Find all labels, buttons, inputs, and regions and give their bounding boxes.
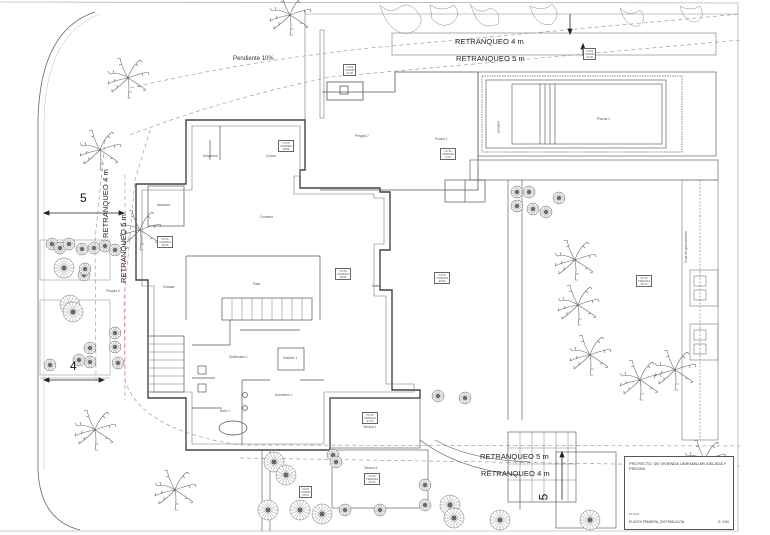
room-patio: Patio xyxy=(253,282,261,286)
dimension-bottom-right: 5 xyxy=(536,493,551,501)
title-block: PROYECTO: DE VIVIENDA UNIFAMILIAR AISLAD… xyxy=(624,456,734,530)
setback-bottom-4m: RETRANQUEO 4 m xyxy=(481,469,550,478)
setback-top-5m: RETRANQUEO 5 m xyxy=(456,54,525,63)
setback-left-4m: RETRANQUEO 4 m xyxy=(101,169,110,238)
room-porche-1: Porche 1 xyxy=(435,137,448,141)
room-terraza-2: Terraza 2 xyxy=(363,425,377,429)
setback-bottom-5m: RETRANQUEO 5 m xyxy=(480,452,549,461)
room-ascensor: Ascensor xyxy=(157,203,171,207)
vertical-parking-note: Zona de aparcamiento xyxy=(683,231,688,263)
scale-label: E: 1/50 xyxy=(718,520,729,524)
room-despensa: Despensa xyxy=(203,154,218,158)
dimension-left-bottom: 4 xyxy=(70,359,77,373)
room-entrada: Entrada xyxy=(163,285,175,289)
dimension-left-top: 5 xyxy=(80,191,87,205)
room-solarium: Solárium xyxy=(496,120,501,134)
room-terraza-3: Terraza 3 xyxy=(364,466,378,470)
room-pergola-2: Pérgola 2 xyxy=(355,134,369,138)
room-dormitorio: Dormitorio 1 xyxy=(275,393,293,397)
plano-name: PLANTA PRIMERA_DISTRIBUCIÓN xyxy=(629,520,685,524)
setback-left-5m: RETRANQUEO 5 m xyxy=(119,214,128,283)
room-salon: Salón xyxy=(372,284,381,288)
room-comedor: Comedor xyxy=(260,215,274,219)
room-bano: Baño 1 xyxy=(220,409,231,413)
plano-label: PLANO xyxy=(629,512,640,516)
slope-label: Pendiente 10% xyxy=(233,56,274,62)
room-distribuidor: Distribuidor 1 xyxy=(229,355,248,359)
room-piscina-1: Piscina 1 xyxy=(597,117,610,121)
room-cocina: Cocina xyxy=(266,154,276,158)
room-vestidor: Vestidor 1 xyxy=(283,356,298,360)
setback-top-4m: RETRANQUEO 4 m xyxy=(455,37,524,46)
room-pergola-4: Pérgola 4 xyxy=(106,289,120,293)
project-title: PROYECTO: DE VIVIENDA UNIFAMILIAR AISLAD… xyxy=(629,461,727,471)
